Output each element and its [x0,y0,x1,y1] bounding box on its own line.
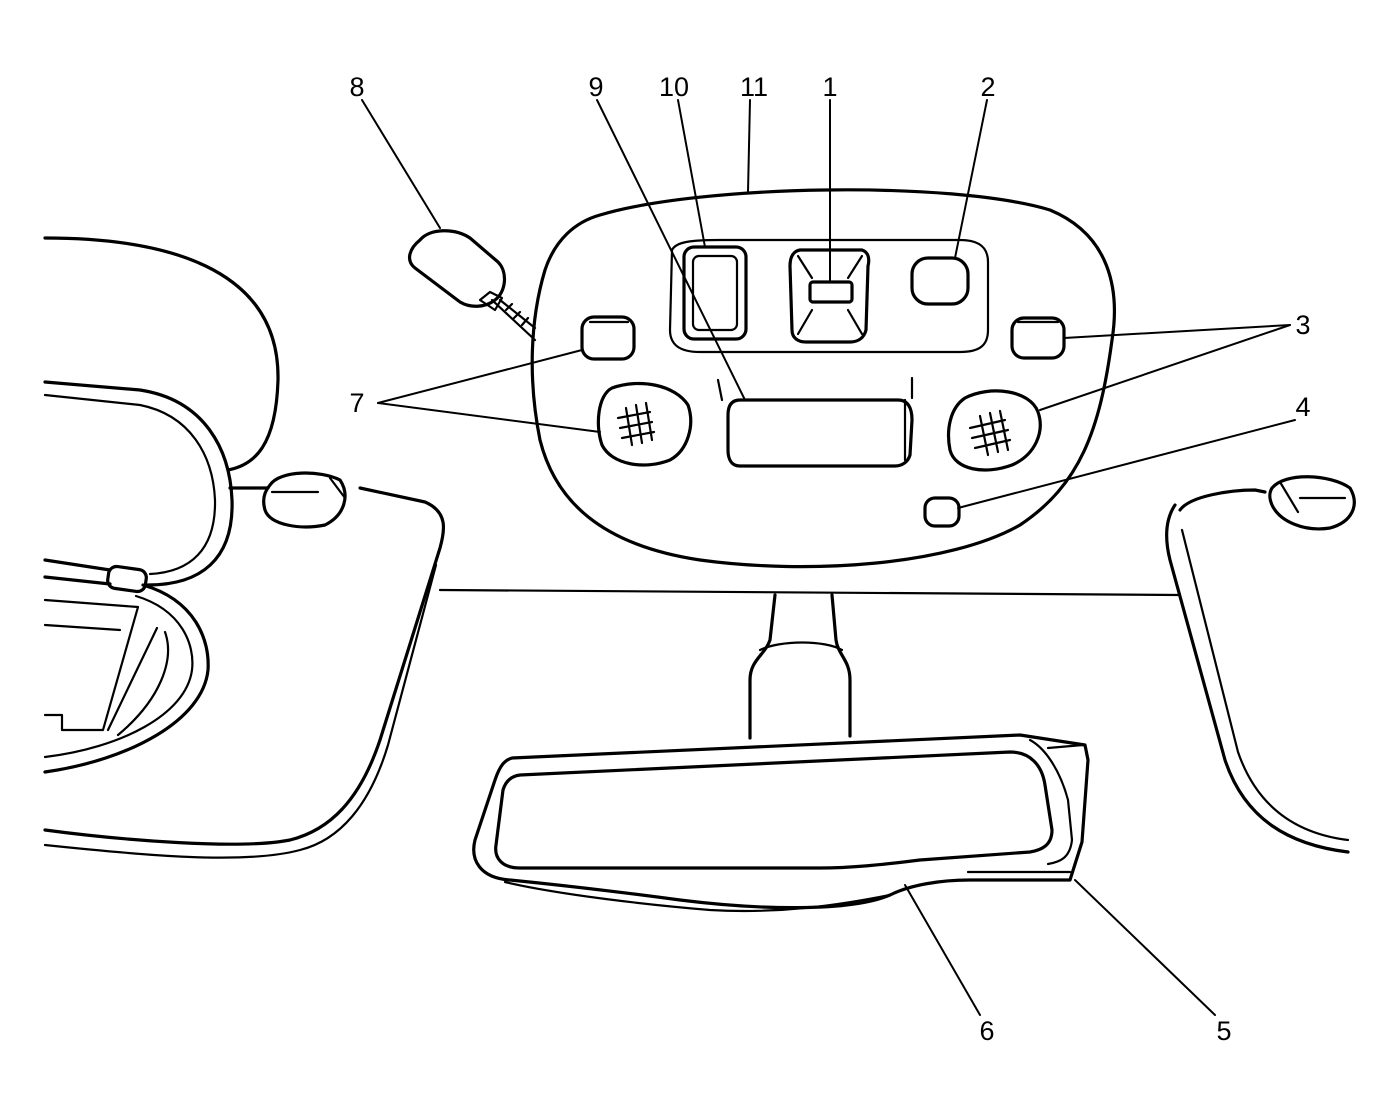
callout-10: 10 [659,72,689,102]
console-housing [530,188,1116,569]
callout-4: 4 [1295,392,1310,422]
mirror-housing [472,733,1090,910]
visor-hinge-clip [106,564,148,594]
display-item-9 [726,398,914,468]
callout-labels: 1 2 3 4 5 6 7 8 9 10 11 [349,72,1310,1046]
headliner-edge [438,588,1182,597]
callout-6: 6 [979,1016,994,1046]
left-lamp-grille [616,401,656,447]
switch-item-1-button [808,280,854,304]
mirror-glass [494,750,1054,870]
button-item-7 [580,315,636,361]
callout-11: 11 [740,72,768,102]
callout-8: 8 [349,72,364,102]
leader-lines [361,99,1296,1016]
callout-2: 2 [980,72,995,102]
sensor-item-4 [923,496,961,528]
callout-1: 1 [822,72,837,102]
left-sun-visor [43,236,446,859]
harness-connector-item-8 [407,229,537,342]
right-reading-lamp [946,389,1042,472]
left-reading-lamp [596,381,693,467]
right-lamp-grille [968,409,1012,457]
callout-9: 9 [588,72,603,102]
callout-3: 3 [1295,310,1310,340]
overhead-console [530,188,1116,569]
callout-7: 7 [349,388,364,418]
switch-item-1 [788,248,871,344]
callout-5: 5 [1216,1016,1231,1046]
rear-view-mirror [472,593,1090,913]
right-sun-visor [1165,475,1356,854]
button-item-2 [910,256,970,306]
button-item-3 [1010,316,1066,360]
